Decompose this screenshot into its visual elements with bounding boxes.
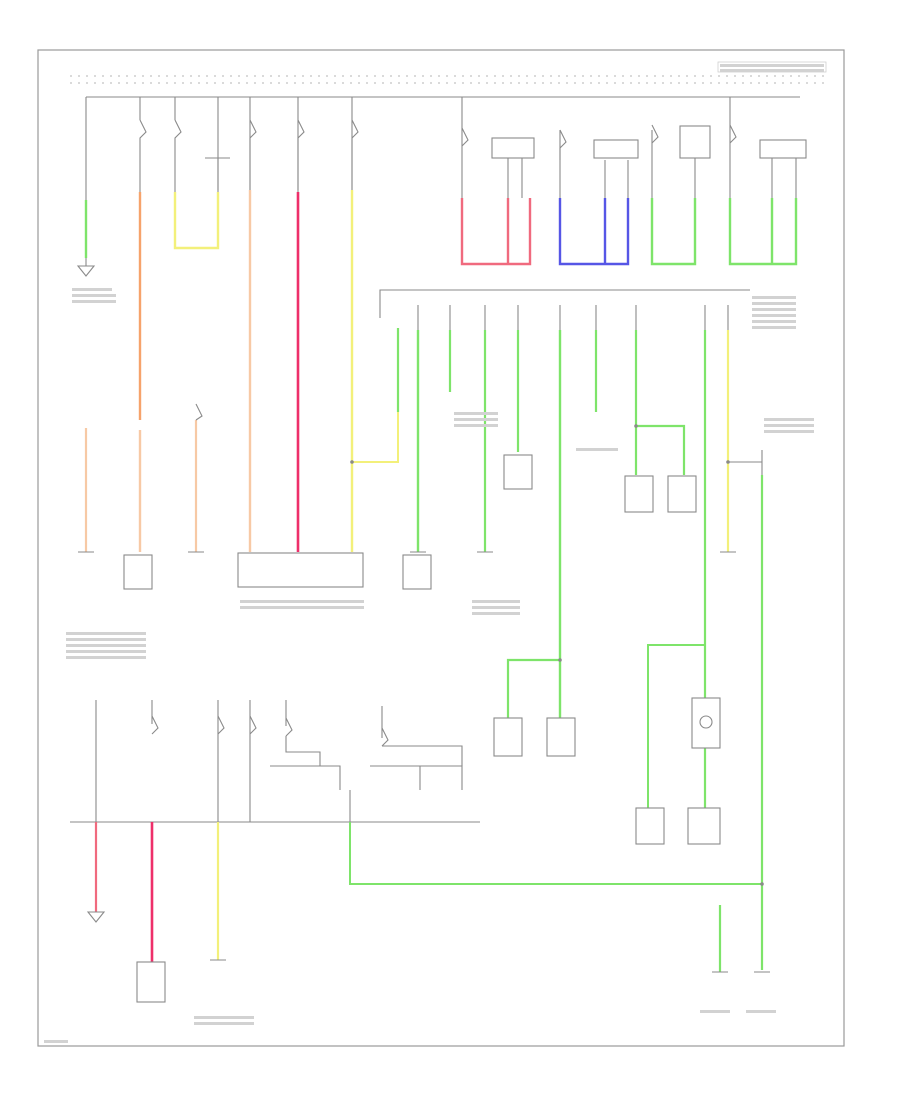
component-box-low-4 xyxy=(687,807,721,845)
ground-bus-middle xyxy=(379,289,764,970)
wire-green-8 xyxy=(634,330,686,475)
ground-symbol xyxy=(76,265,96,277)
faint-label-marks xyxy=(44,64,824,1043)
component-box-low-2 xyxy=(546,717,576,757)
wire-red-loop xyxy=(460,198,532,266)
wire-green-loop-2 xyxy=(728,198,798,266)
wire-blue-loop xyxy=(558,198,630,266)
diagram-frame xyxy=(37,49,845,1047)
wire-green-branch xyxy=(506,658,560,718)
component-box-low-1 xyxy=(493,717,523,757)
component-box-mid-4 xyxy=(667,475,697,513)
wire-green-loop xyxy=(650,198,697,266)
component-box-lower-left xyxy=(136,961,166,1003)
wire-yellow-loop xyxy=(173,192,220,250)
relay-box-2 xyxy=(593,139,639,159)
relay-box-4 xyxy=(759,139,807,159)
component-box-mid-1 xyxy=(402,554,432,590)
component-box-low-3 xyxy=(635,807,665,845)
sensor-box xyxy=(691,697,721,749)
component-box-mid-3 xyxy=(624,475,654,513)
left-mid-wires xyxy=(78,403,364,590)
relay-box-3 xyxy=(679,125,711,159)
fuse-group-left xyxy=(76,97,399,552)
header-dotted-rule xyxy=(70,75,828,84)
fuse-group-lower xyxy=(70,700,770,1003)
ground-symbol-lower xyxy=(86,911,106,923)
component-box-mid-2 xyxy=(503,454,533,490)
wire-yellow-jog xyxy=(352,412,399,463)
relay-box-1 xyxy=(491,137,535,159)
component-box-left-2 xyxy=(237,552,364,588)
wire-green-bottom-bus xyxy=(349,822,762,885)
fuse-group-right xyxy=(460,97,807,266)
wire-green-right-branch xyxy=(647,644,705,808)
sensor-circle xyxy=(699,715,713,729)
lower-middle xyxy=(493,644,721,845)
component-box-left-1 xyxy=(123,554,153,590)
